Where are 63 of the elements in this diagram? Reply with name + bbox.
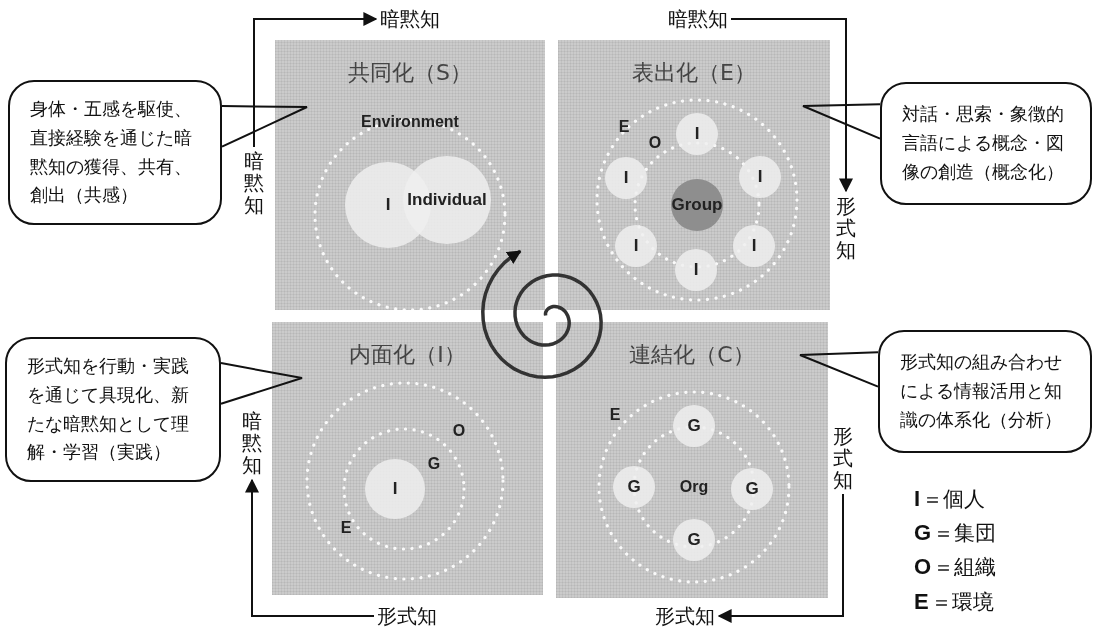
callout-text: 形式知の組み合わせによる情報活用と知識の体系化（分析）	[900, 350, 1063, 432]
circle	[403, 156, 491, 244]
letter-label: E	[340, 519, 352, 537]
quadrant-panel	[272, 322, 543, 595]
callout-text: 対話・思索・象徴的言語による概念・図像の創造（概念化）	[902, 102, 1065, 184]
panel-title: 内面化（I）	[348, 341, 467, 369]
circle-label: I	[385, 195, 391, 215]
circle-label: I	[751, 236, 757, 256]
callout-bubble	[878, 330, 1092, 453]
circle-label: G	[627, 477, 641, 497]
circle	[731, 468, 773, 510]
axis-label: 暗黙知	[242, 410, 262, 476]
circle-label: I	[633, 236, 639, 256]
circle	[615, 225, 657, 267]
axis-label: 形式知	[655, 605, 715, 627]
circle	[739, 156, 781, 198]
letter-label: E	[618, 118, 630, 136]
axis-label: 暗黙知	[668, 8, 728, 30]
circle-label: I	[757, 167, 763, 187]
axis-label: 形式知	[836, 195, 856, 261]
circle-label: G	[745, 479, 759, 499]
circle-label: I	[623, 168, 629, 188]
circle-label: I	[392, 479, 398, 499]
circle-label: G	[687, 416, 701, 436]
circle	[675, 249, 717, 291]
circle-label: Group	[671, 195, 723, 215]
quadrant-panel	[556, 322, 828, 598]
callout-bubble	[8, 80, 222, 225]
letter-label: E	[609, 406, 621, 424]
panel-title: 表出化（E）	[631, 59, 757, 87]
circle	[673, 405, 715, 447]
circle	[365, 459, 425, 519]
quadrant-panel	[558, 40, 830, 310]
circle-label: Individual	[407, 190, 487, 210]
letter-label: O	[648, 134, 662, 152]
circle-label: G	[687, 530, 701, 550]
circle	[676, 113, 718, 155]
circle-label: I	[693, 260, 699, 280]
letter-label: Org	[679, 478, 709, 496]
circle-label: I	[694, 124, 700, 144]
callout-bubble	[5, 337, 221, 482]
quadrant-panel	[275, 40, 545, 310]
axis-label: 形式知	[377, 605, 437, 627]
callout-bubble	[880, 82, 1092, 205]
circle	[673, 519, 715, 561]
circle	[733, 225, 775, 267]
circle	[671, 179, 723, 231]
legend-text: E＝環境	[914, 588, 994, 616]
axis-label: 暗黙知	[244, 150, 264, 216]
letter-label: G	[427, 455, 441, 473]
legend-text: G＝集団	[914, 519, 997, 547]
legend-text: O＝組織	[914, 553, 997, 581]
legend-text: I＝個人	[914, 485, 986, 513]
axis-label: 暗黙知	[380, 8, 440, 30]
circle	[605, 157, 647, 199]
axis-label: 形式知	[833, 425, 853, 491]
callout-text: 身体・五感を駆使、直接経験を通じた暗黙知の獲得、共有、創出（共感）	[30, 96, 193, 208]
panel-title: 連結化（C）	[628, 341, 756, 369]
callout-text: 形式知を行動・実践を通じて具現化、新たな暗黙知として理解・学習（実践）	[27, 353, 190, 465]
letter-label: O	[452, 422, 466, 440]
circle	[613, 466, 655, 508]
letter-label: Environment	[361, 113, 459, 131]
panel-title: 共同化（S）	[347, 59, 473, 87]
